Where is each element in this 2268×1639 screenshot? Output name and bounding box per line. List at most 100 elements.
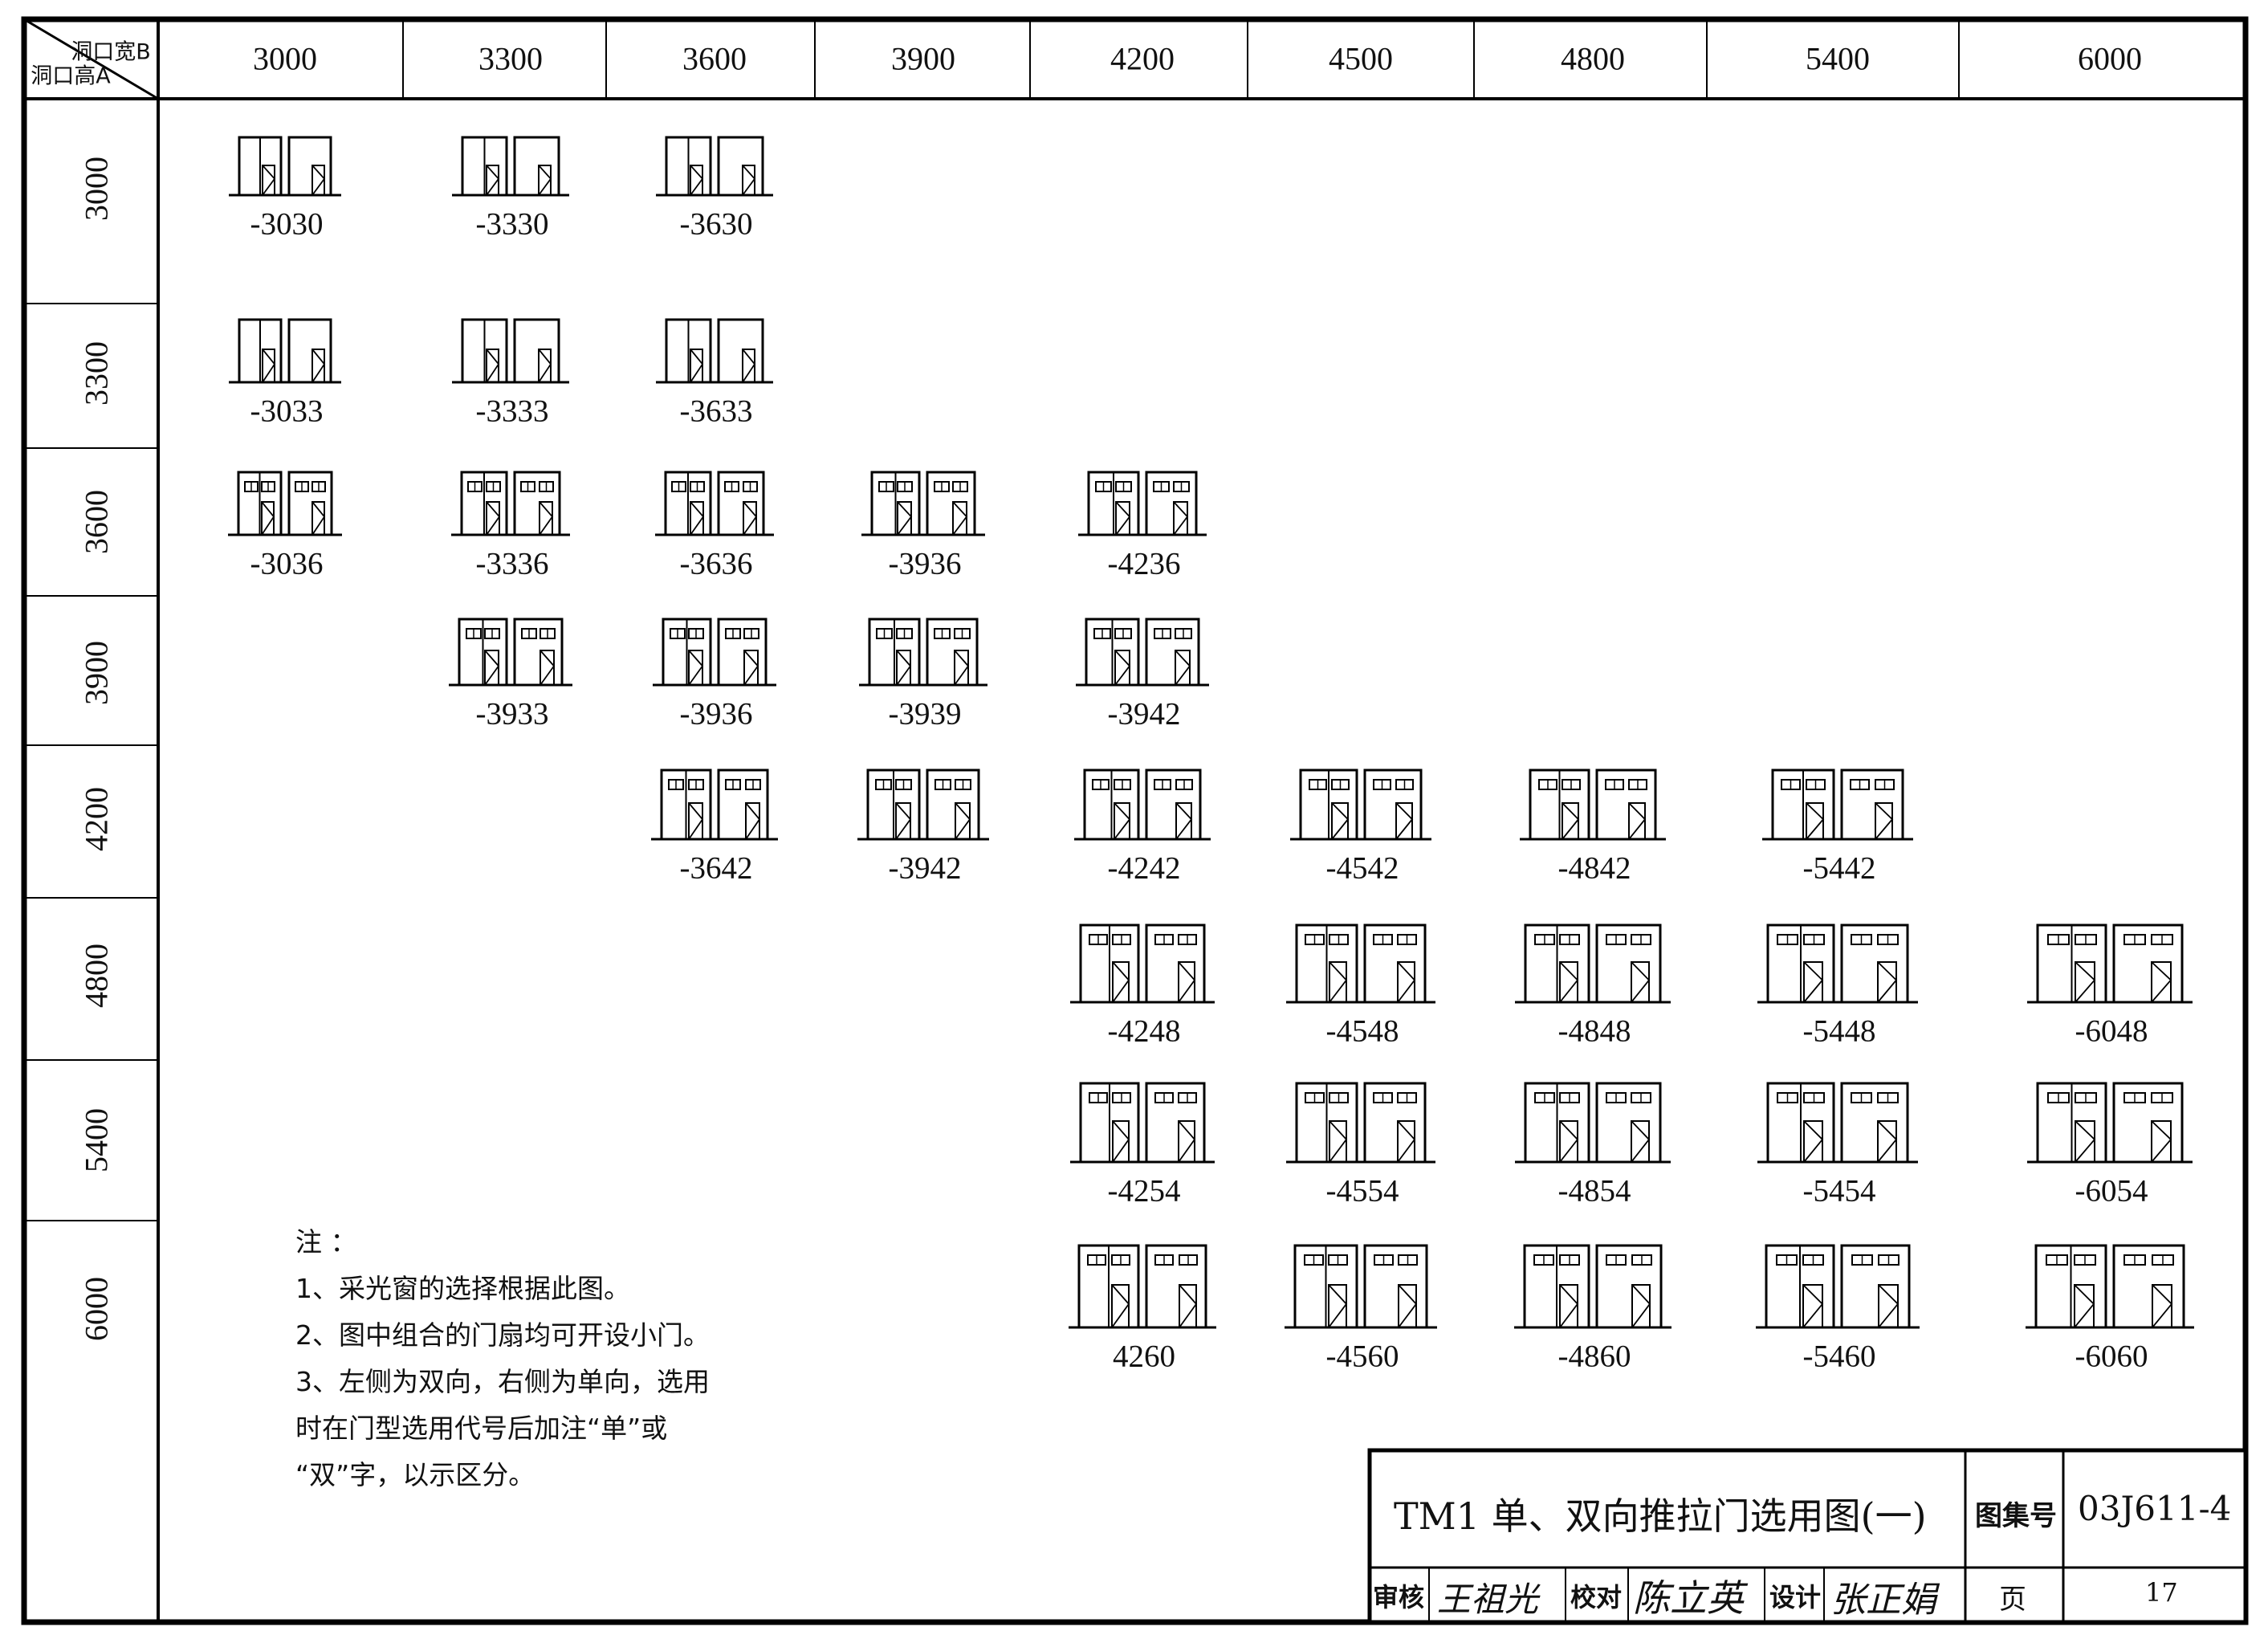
single-leaf-door: [2112, 923, 2184, 1004]
door-diagram: [1070, 923, 1215, 1004]
column-header: 6000: [2078, 40, 2142, 77]
wicket-door: [311, 501, 325, 536]
swing-mark: [690, 501, 705, 536]
swing-mark: [1179, 1284, 1198, 1328]
door-diagram: [1286, 1082, 1435, 1164]
note-line: 2、图中组合的门扇均可开设小门。: [295, 1319, 710, 1351]
door-code-label: -5448: [1802, 1013, 1876, 1049]
door-code-label: -3333: [475, 393, 549, 429]
door-code-label: -4254: [1107, 1173, 1181, 1209]
door-diagram: [2026, 1244, 2194, 1329]
design-label: 设计: [1769, 1582, 1822, 1612]
door-code-label: -3642: [679, 850, 753, 886]
wicket-door: [1179, 1284, 1197, 1328]
door-code-label: -6054: [2075, 1173, 2148, 1209]
wicket-door: [1875, 802, 1893, 840]
corner-height-label: 洞口高A: [31, 63, 111, 89]
door-diagram: [452, 318, 569, 384]
door-code-label: -5442: [1802, 850, 1876, 886]
door-code-label: -5460: [1802, 1339, 1876, 1374]
wicket-door: [538, 349, 552, 383]
single-leaf-door: [1595, 1244, 1663, 1329]
wicket-door: [1806, 802, 1824, 840]
swing-mark: [486, 349, 500, 383]
door-code-label: -3336: [475, 546, 549, 581]
door-diagram: [859, 618, 987, 687]
single-leaf-door: [1145, 923, 1206, 1004]
door-diagram: [655, 471, 774, 536]
swing-mark: [538, 349, 552, 383]
swing-mark: [1397, 961, 1416, 1003]
swing-mark: [1877, 1120, 1898, 1163]
swing-mark: [1559, 961, 1579, 1003]
door-code-label: -3942: [1107, 696, 1181, 732]
wicket-door: [954, 650, 969, 686]
single-leaf-door: [287, 318, 332, 384]
corner-width-label: 洞口宽B: [71, 39, 151, 65]
row-header: 3900: [78, 641, 115, 705]
door-diagram: [656, 318, 773, 384]
swing-mark: [1628, 802, 1647, 840]
swing-mark: [1111, 1284, 1130, 1328]
door-code-label: -3636: [679, 546, 753, 581]
swing-mark: [311, 501, 326, 536]
column-header: 3600: [682, 40, 747, 77]
wicket-door: [2152, 1284, 2172, 1328]
door-code-label: -3939: [888, 696, 962, 732]
swing-mark: [895, 802, 912, 840]
door-code-label: -3936: [679, 696, 753, 732]
door-diagram: [1074, 769, 1211, 841]
swing-mark: [955, 802, 971, 840]
swing-mark: [1875, 802, 1894, 840]
swing-mark: [539, 501, 554, 536]
swing-mark: [1878, 1284, 1900, 1328]
door-diagram: [656, 136, 773, 197]
door-diagram: [2027, 1082, 2193, 1164]
row-header: 6000: [78, 1277, 115, 1341]
single-leaf-door: [513, 318, 560, 384]
wicket-door: [1328, 1284, 1347, 1328]
door-code-label: -3933: [475, 696, 549, 732]
single-leaf-door: [1840, 923, 1909, 1004]
review-label: 审核: [1373, 1582, 1425, 1612]
swing-mark: [2152, 1284, 2173, 1328]
title-block-frame: [1367, 1448, 2248, 1625]
door-code-label: -4860: [1557, 1339, 1631, 1374]
door-code-label: -3030: [250, 206, 324, 242]
single-leaf-door: [1595, 769, 1657, 841]
wicket-door: [2151, 1120, 2172, 1163]
wicket-door: [1395, 802, 1413, 840]
wicket-door: [2075, 961, 2095, 1003]
column-header: 4500: [1329, 40, 1393, 77]
single-leaf-door: [2112, 1082, 2184, 1164]
wicket-door: [1877, 1120, 1897, 1163]
swing-mark: [742, 349, 756, 383]
swing-mark: [1329, 961, 1348, 1003]
door-code-label: -4248: [1107, 1013, 1181, 1049]
swing-mark: [1559, 1284, 1579, 1328]
single-leaf-door: [1595, 1082, 1662, 1164]
wicket-door: [2151, 961, 2172, 1003]
door-code-label: -5454: [1802, 1173, 1876, 1209]
door-diagram: [451, 471, 570, 536]
swing-mark: [262, 349, 276, 383]
single-leaf-door: [1840, 769, 1904, 841]
outer-frame: [21, 16, 2249, 1625]
wicket-door: [897, 501, 912, 536]
door-diagram: [1757, 923, 1918, 1004]
row-header: 4200: [78, 787, 115, 851]
swing-mark: [1397, 1120, 1416, 1163]
swing-mark: [1631, 961, 1651, 1003]
wicket-door: [1115, 501, 1130, 536]
wicket-door: [1114, 802, 1130, 840]
wicket-door: [743, 501, 757, 536]
row-header: 3300: [78, 341, 115, 406]
column-header: 5400: [1806, 40, 1870, 77]
column-header: 3000: [253, 40, 317, 77]
wicket-door: [895, 802, 911, 840]
wicket-door: [486, 165, 499, 196]
door-diagram: [1069, 1244, 1216, 1329]
door-code-label: -3330: [475, 206, 549, 242]
wicket-door: [1559, 1284, 1578, 1328]
